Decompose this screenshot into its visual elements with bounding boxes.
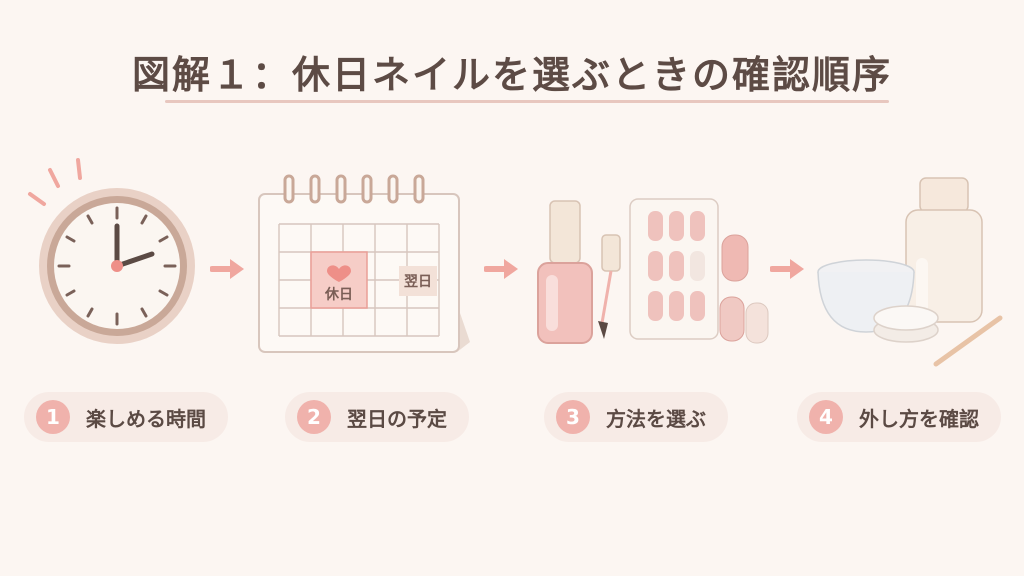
- title-underline: [165, 100, 889, 103]
- step-number-badge: 3: [556, 400, 590, 434]
- diagram-title: 図解１：休日ネイルを選ぶときの確認順序: [131, 53, 892, 97]
- step-label: 方法を選ぶ: [606, 406, 706, 431]
- step-2: 2 翌日の予定: [285, 392, 469, 442]
- remover-illustration: [817, 177, 1003, 367]
- step-label: 楽しめる時間: [86, 406, 206, 431]
- step-4: 4 外し方を確認: [797, 392, 1001, 442]
- calendar-next-day-label: 翌日: [404, 274, 432, 290]
- step-number-badge: 1: [36, 400, 70, 434]
- calendar-labels: 休日 翌日: [324, 274, 432, 303]
- arrow-right-icon: [770, 259, 804, 279]
- step-number-badge: 2: [297, 400, 331, 434]
- arrow-right-icon: [484, 259, 518, 279]
- clock-illustration: [28, 158, 195, 344]
- step-3: 3 方法を選ぶ: [544, 392, 728, 442]
- step-label: 外し方を確認: [859, 406, 979, 431]
- nail-polish-illustration: [537, 198, 769, 344]
- step-label: 翌日の予定: [347, 406, 447, 431]
- calendar-illustration: [258, 174, 470, 353]
- step-1: 1 楽しめる時間: [24, 392, 228, 442]
- arrow-right-icon: [210, 259, 244, 279]
- step-number-badge: 4: [809, 400, 843, 434]
- calendar-holiday-label: 休日: [324, 286, 353, 303]
